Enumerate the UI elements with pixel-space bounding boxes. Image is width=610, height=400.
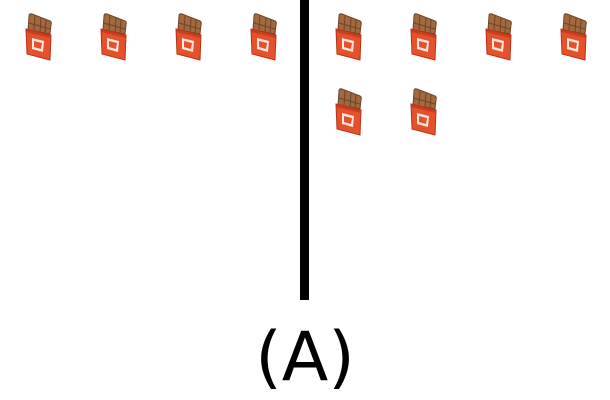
chocolate-bar-icon xyxy=(250,13,277,61)
left-group xyxy=(0,0,300,300)
chocolate-bar-icon xyxy=(410,88,437,136)
chocolate-bar-icon xyxy=(410,13,437,61)
chocolate-bar-icon xyxy=(335,13,362,61)
answer-label: (A) xyxy=(255,318,355,397)
right-group xyxy=(310,0,610,300)
chocolate-bar-icon xyxy=(560,13,587,61)
chocolate-bar-icon xyxy=(175,13,202,61)
chocolate-bar-icon xyxy=(485,13,512,61)
chocolate-bar-icon xyxy=(335,88,362,136)
chocolate-bar-icon xyxy=(100,13,127,61)
chocolate-bar-icon xyxy=(25,13,52,61)
divider-line xyxy=(300,0,309,300)
